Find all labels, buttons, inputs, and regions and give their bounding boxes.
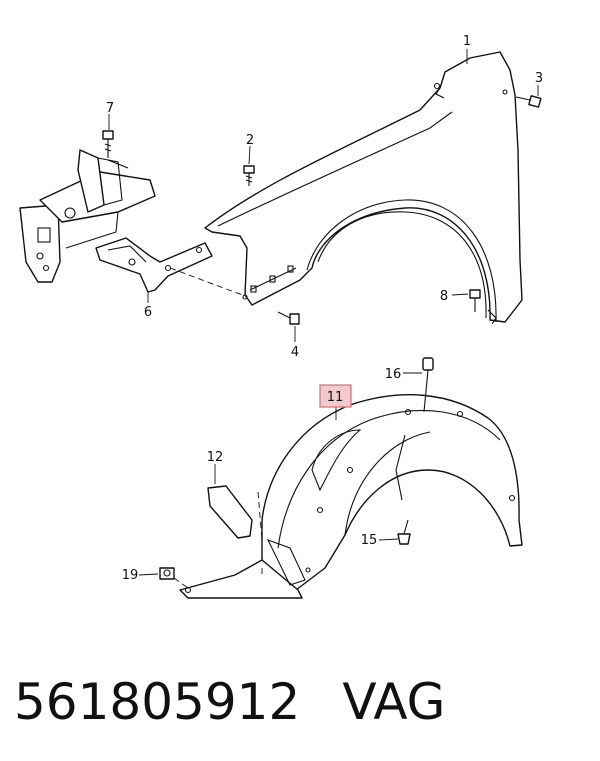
part-number: 561805912	[14, 673, 301, 731]
callout-1: 1	[463, 34, 471, 49]
leader-15	[378, 538, 399, 541]
highlight-box	[319, 384, 352, 408]
leader-19	[138, 573, 159, 576]
screw-15	[397, 519, 411, 545]
front-carrier-bracket	[19, 149, 156, 283]
callout-3: 3	[535, 71, 543, 86]
callout-2: 2	[246, 133, 254, 148]
bolt-4	[277, 311, 300, 325]
callout-12: 12	[207, 450, 224, 465]
brand-name: VAG	[342, 673, 446, 731]
bolt-7	[102, 130, 114, 158]
wheel-housing-liner	[179, 394, 523, 599]
bolt-8	[469, 289, 481, 312]
leader-8	[451, 293, 469, 296]
bolt-2	[243, 165, 255, 186]
callout-8: 8	[440, 289, 448, 304]
callout-16: 16	[385, 367, 402, 382]
assembly-line	[169, 267, 246, 297]
footer-caption: 561805912 VAG	[14, 662, 586, 742]
nut-19	[159, 567, 189, 589]
mounting-bracket	[95, 237, 213, 293]
bolt-3	[515, 95, 542, 108]
leader-2	[248, 145, 251, 165]
fender	[204, 51, 523, 325]
callout-15: 15	[361, 533, 378, 548]
clip-16	[422, 357, 434, 413]
parts-diagram: 1 2 3 4 6 7 8 11 12 15 16 19	[19, 34, 543, 599]
callout-6: 6	[144, 305, 152, 320]
callout-4: 4	[291, 345, 299, 360]
callout-7: 7	[106, 101, 114, 116]
callout-11: 11	[327, 390, 344, 405]
cover-plate	[207, 485, 253, 539]
callout-19: 19	[122, 568, 139, 583]
